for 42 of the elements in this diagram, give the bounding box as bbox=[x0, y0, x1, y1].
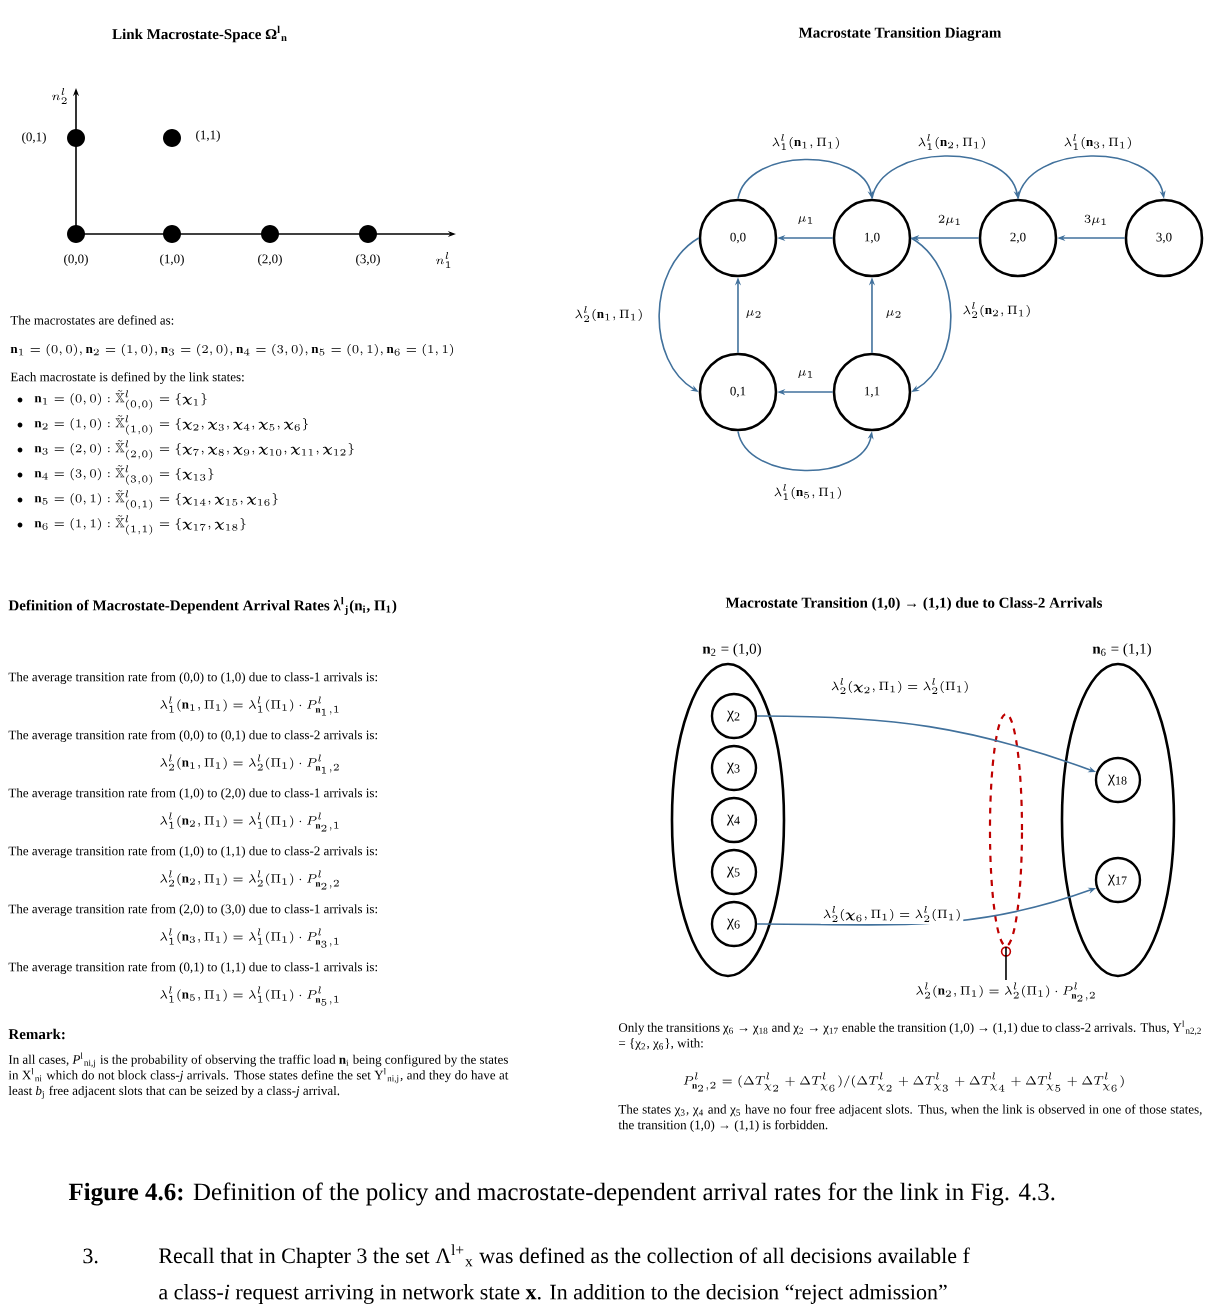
formula: $\mathbf{n}_6=(1,1):\tilde{\mathbb{X}}^l_{(1,1)}=\{\boldsymbol{\chi}_{17},\boldsymbol{\chi}_{18}\}$ bbox=[34, 515, 246, 535]
formula: $\mathbf{n}_3=(2,0):\tilde{\mathbb{X}}^l_{(2,0)}=\{\boldsymbol{\chi}_7,\boldsymbol{\chi}_8,\boldsymbol{\chi}_9,\boldsymbol{\chi}_{10},\boldsymbol{\chi}_{11},\boldsymbol{\chi}_{12}\}$ bbox=[34, 440, 354, 460]
axis-label: $n^l_1$ bbox=[436, 252, 451, 268]
arrow bbox=[658, 237, 700, 392]
edge-label: $\lambda^l_2(\mathbf{n}_1,\Pi_1)$ bbox=[572, 304, 646, 324]
formula: $P^l_{\mathbf{n}_2,2}=(\Delta T^l_{\chi_2}+\Delta T^l_{\chi_6})/(\Delta T^l_{\chi_2}+\Delta T^l_{\chi_3}+\Delta T^l_{\chi_4}+\Delta T^l_{\chi_5}+\Delta T^l_{\chi_6})$ bbox=[683, 1072, 1124, 1092]
body-text: Recall that in Chapter 3 the set Λ$^{l+}$$_{x}$ was defined as the collection of all decisions available f bbox=[159, 1244, 970, 1268]
edge-label: $\lambda^l_2(\mathbf{n}_2,\Pi_1)$ bbox=[960, 300, 1034, 320]
edge-label: $\lambda^l_1(\mathbf{n}_2,\Pi_1)$ bbox=[915, 132, 989, 152]
arrow bbox=[737, 158, 874, 200]
formula: $\lambda^l_1(\mathbf{n}_1,\Pi_1)=\lambda^l_1(\Pi_1)\cdot P^l_{\mathbf{n}_1,1}$ bbox=[160, 696, 339, 716]
edge-label: $\lambda^l_1(\mathbf{n}_1,\Pi_1)$ bbox=[769, 132, 843, 152]
formula: $\lambda^l_1(\mathbf{n}_5,\Pi_1)=\lambda^l_1(\Pi_1)\cdot P^l_{\mathbf{n}_5,1}$ bbox=[160, 986, 339, 1006]
edge-label: $\mu_2$ bbox=[743, 308, 765, 320]
arrow bbox=[737, 430, 874, 472]
edge-label: $\lambda^l_2(\boldsymbol{\chi}_2,\Pi_1)=\lambda^l_2(\Pi_1)$ bbox=[828, 676, 972, 696]
edge-label: $\lambda^l_2(\boldsymbol{\chi}_6,\Pi_1)=\lambda^l_2(\Pi_1)$ bbox=[820, 904, 964, 924]
edge-label: $3\mu_1$ bbox=[1081, 213, 1111, 228]
arrow bbox=[1017, 155, 1166, 200]
formula: $\lambda^l_1(\mathbf{n}_2,\Pi_1)=\lambda^l_1(\Pi_1)\cdot P^l_{\mathbf{n}_2,1}$ bbox=[160, 812, 339, 832]
formula: $\mathbf{n}_5=(0,1):\tilde{\mathbb{X}}^l_{(0,1)}=\{\boldsymbol{\chi}_{14},\boldsymbol{\chi}_{15},\boldsymbol{\chi}_{16}\}$ bbox=[34, 490, 278, 510]
formula: $\mathbf{n}_1=(0,0),\mathbf{n}_2=(1,0),\mathbf{n}_3=(2,0),\mathbf{n}_4=(3,0),\mathbf{n}_5=(0,1),\mathbf{n}_6=(1,1)$ bbox=[10, 344, 454, 357]
edge-label: $\mu_1$ bbox=[795, 214, 817, 226]
formula: $\lambda^l_2(\mathbf{n}_1,\Pi_1)=\lambda^l_2(\Pi_1)\cdot P^l_{\mathbf{n}_1,2}$ bbox=[160, 754, 339, 774]
arrow bbox=[910, 237, 952, 392]
axis-label: $n^l_2$ bbox=[52, 88, 67, 104]
formula: $\mathbf{n}_1=(0,0):\tilde{\mathbb{X}}^l_{(0,0)}=\{\boldsymbol{\chi}_1\}$ bbox=[34, 390, 207, 410]
edge-label: $\mu_2$ bbox=[883, 308, 905, 320]
dashed-ellipse bbox=[988, 712, 1024, 957]
edge-label: $2\mu_1$ bbox=[935, 213, 965, 228]
body-text: a class-i request arriving in network state x. In addition to the decision “reject admission” bbox=[159, 1284, 947, 1304]
edge-label: $\lambda^l_1(\mathbf{n}_3,\Pi_1)$ bbox=[1061, 132, 1135, 152]
edge-label: $\mu_1$ bbox=[795, 368, 817, 380]
formula: $\lambda^l_2(\mathbf{n}_2,\Pi_1)=\lambda^l_2(\Pi_1)\cdot P^l_{\mathbf{n}_2,2}$ bbox=[160, 870, 339, 890]
formula: $\mathbf{n}_2=(1,0):\tilde{\mathbb{X}}^l_{(1,0)}=\{\boldsymbol{\chi}_2,\boldsymbol{\chi}_3,\boldsymbol{\chi}_4,\boldsymbol{\chi}_5,\boldsymbol{\chi}_6\}$ bbox=[34, 415, 308, 435]
formula: $\lambda^l_1(\mathbf{n}_3,\Pi_1)=\lambda^l_1(\Pi_1)\cdot P^l_{\mathbf{n}_3,1}$ bbox=[160, 928, 339, 948]
formula: $\lambda^l_2(\mathbf{n}_2,\Pi_1)=\lambda^l_2(\Pi_1)\cdot P^l_{\mathbf{n}_2,2}$ bbox=[916, 982, 1095, 1002]
list-number: 3. bbox=[83, 1248, 98, 1264]
edge-label: $\lambda^l_1(\mathbf{n}_5,\Pi_1)$ bbox=[771, 482, 845, 502]
arrow bbox=[871, 155, 1020, 200]
formula: $\mathbf{n}_4=(3,0):\tilde{\mathbb{X}}^l_{(3,0)}=\{\boldsymbol{\chi}_{13}\}$ bbox=[34, 465, 214, 485]
caption: Figure 4.6: Definition of the policy and macrostate-dependent arrival rates for the link in Fig. 4.3. bbox=[68, 1182, 1055, 1206]
